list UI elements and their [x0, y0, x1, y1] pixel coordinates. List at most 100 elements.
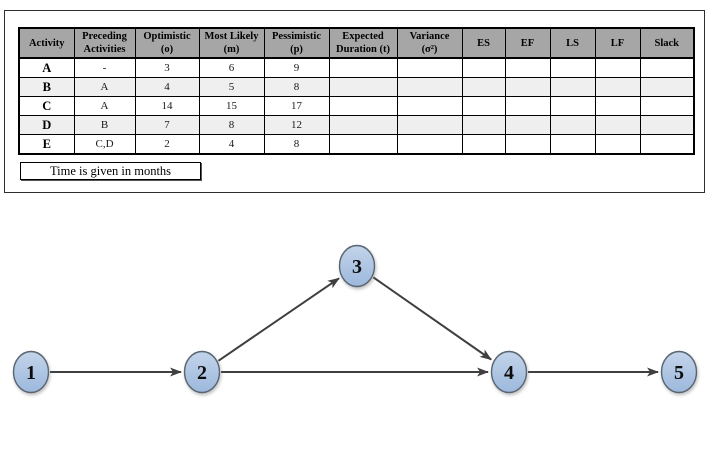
node-2: 2 — [183, 350, 221, 394]
column-header-optimistic: Optimistic(o) — [134, 27, 200, 60]
column-header-pessimistic: Pessimistic(p) — [263, 27, 330, 60]
time-units-note: Time is given in months — [20, 162, 201, 180]
node-4-label: 4 — [504, 362, 514, 384]
cell-ef — [504, 134, 551, 155]
cell-most_likely: 15 — [198, 96, 265, 117]
cell-slack — [639, 115, 695, 136]
cell-optimistic: 3 — [134, 57, 200, 79]
cell-ls — [549, 134, 596, 155]
cell-ef — [504, 57, 551, 79]
cell-pessimistic: 12 — [263, 115, 330, 136]
cell-expected — [328, 115, 398, 136]
cell-ls — [549, 57, 596, 79]
column-header-most_likely: Most Likely(m) — [198, 27, 265, 60]
column-header-ef: EF — [504, 27, 551, 60]
cell-optimistic: 4 — [134, 77, 200, 98]
node-4: 4 — [490, 350, 528, 394]
cell-activity: D — [18, 115, 75, 136]
column-header-lf: LF — [594, 27, 641, 60]
cell-most_likely: 4 — [198, 134, 265, 155]
cell-ef — [504, 115, 551, 136]
cell-lf — [594, 57, 641, 79]
cell-ls — [549, 96, 596, 117]
cell-pessimistic: 9 — [263, 57, 330, 79]
column-header-variance: Variance(σ²) — [396, 27, 463, 60]
cell-slack — [639, 77, 695, 98]
cell-most_likely: 8 — [198, 115, 265, 136]
cell-activity: E — [18, 134, 75, 155]
node-3-label: 3 — [352, 256, 362, 278]
cell-slack — [639, 134, 695, 155]
column-header-ls: LS — [549, 27, 596, 60]
cell-ls — [549, 115, 596, 136]
cell-optimistic: 2 — [134, 134, 200, 155]
cell-pessimistic: 8 — [263, 134, 330, 155]
node-2-circle — [183, 350, 221, 394]
node-4-circle — [490, 350, 528, 394]
cell-activity: B — [18, 77, 75, 98]
node-5-circle — [660, 350, 698, 394]
cell-pessimistic: 17 — [263, 96, 330, 117]
cell-preceding: A — [73, 77, 136, 98]
cell-variance — [396, 96, 463, 117]
edge-2-3 — [217, 277, 340, 362]
cell-ef — [504, 96, 551, 117]
cell-es — [461, 57, 506, 79]
cell-lf — [594, 96, 641, 117]
cell-es — [461, 115, 506, 136]
cell-lf — [594, 77, 641, 98]
network-svg: 1 2 3 4 5 — [12, 244, 698, 394]
nodes-layer: 1 2 3 4 5 — [12, 244, 698, 394]
column-header-slack: Slack — [639, 27, 695, 60]
cell-preceding: - — [73, 57, 136, 79]
node-2-label: 2 — [197, 362, 207, 384]
cell-preceding: B — [73, 115, 136, 136]
cell-preceding: C,D — [73, 134, 136, 155]
cell-expected — [328, 134, 398, 155]
cell-most_likely: 6 — [198, 57, 265, 79]
node-3: 3 — [338, 244, 376, 288]
cell-optimistic: 14 — [134, 96, 200, 117]
edge-3-4 — [372, 276, 492, 361]
node-5-label: 5 — [674, 362, 684, 384]
node-3-circle — [338, 244, 376, 288]
cell-most_likely: 5 — [198, 77, 265, 98]
node-1-circle — [12, 350, 50, 394]
cell-slack — [639, 96, 695, 117]
cell-activity: C — [18, 96, 75, 117]
cell-lf — [594, 115, 641, 136]
cell-optimistic: 7 — [134, 115, 200, 136]
node-1-label: 1 — [26, 362, 36, 384]
cell-variance — [396, 115, 463, 136]
column-header-activity: Activity — [18, 27, 75, 60]
cell-slack — [639, 57, 695, 79]
cell-ef — [504, 77, 551, 98]
cell-es — [461, 77, 506, 98]
cell-ls — [549, 77, 596, 98]
cell-variance — [396, 77, 463, 98]
edges-layer — [50, 276, 659, 377]
column-header-es: ES — [461, 27, 506, 60]
node-5: 5 — [660, 350, 698, 394]
node-1: 1 — [12, 350, 50, 394]
cell-activity: A — [18, 57, 75, 79]
cell-preceding: A — [73, 96, 136, 117]
cell-expected — [328, 57, 398, 79]
cell-variance — [396, 57, 463, 79]
cell-pessimistic: 8 — [263, 77, 330, 98]
cell-expected — [328, 96, 398, 117]
cell-es — [461, 134, 506, 155]
